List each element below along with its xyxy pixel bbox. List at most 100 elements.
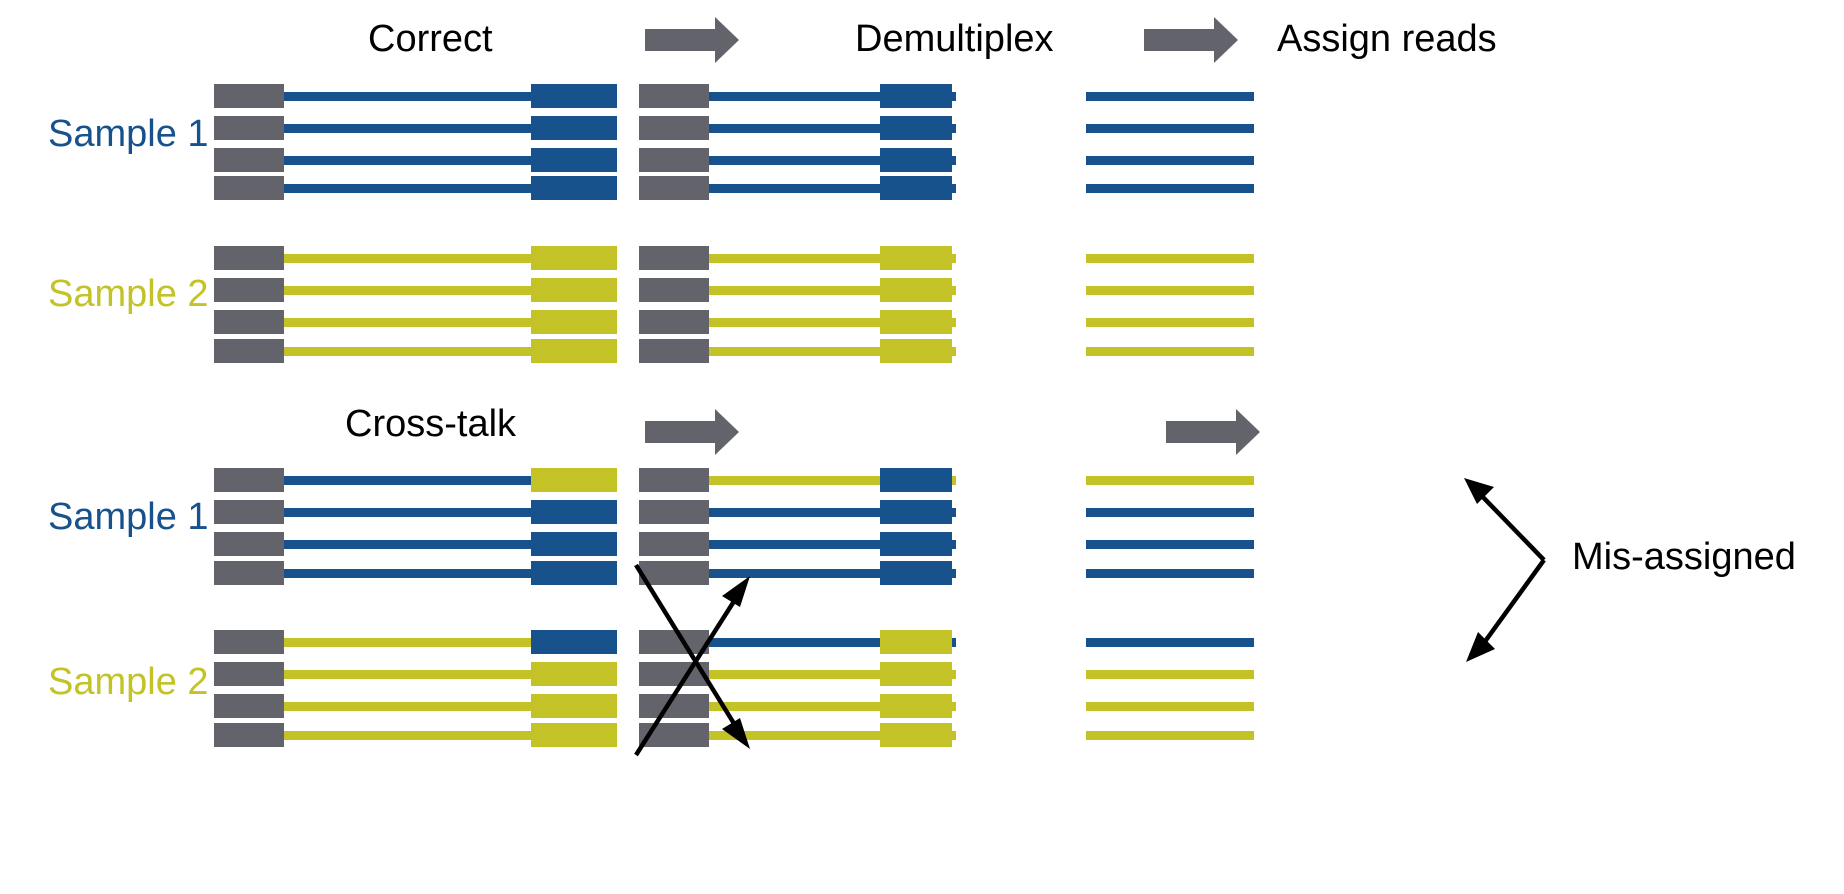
read-crosstalk-s1-0-insert [284,476,531,485]
crossing-arrow-down-icon [634,563,750,749]
read-correct-s1-0-index [531,84,617,108]
right-arrow-icon-bottom-2 [1166,409,1260,455]
read-assigned-bottom-s2-2 [1086,702,1254,711]
read-demux-top-s1-0-insert [709,92,956,101]
read-assigned-bottom-s1-2 [1086,540,1254,549]
read-crosstalk-s2-1-index [531,662,617,686]
read-demux-bottom-s1-2-adapter [639,532,709,556]
read-crosstalk-s2-0-adapter [214,630,284,654]
read-demux-bottom-s1-1-insert [709,508,956,517]
read-correct-s1-0-adapter [214,84,284,108]
read-correct-s2-2-adapter [214,310,284,334]
right-arrow-icon-bottom-1 [645,409,739,455]
read-correct-s1-1-insert [284,124,531,133]
read-assigned-top-s2-1 [1086,286,1254,295]
read-demux-bottom-s1-3-adapter [639,561,709,585]
read-correct-s1-3-adapter [214,176,284,200]
read-demux-bottom-s1-1-index [880,500,952,524]
read-correct-s1-1-index [531,116,617,140]
label-sample2-bottom: Sample 2 [48,661,209,703]
label-mis-assigned: Mis-assigned [1572,536,1796,578]
header-assign-reads: Assign reads [1277,18,1497,60]
read-demux-top-s2-3-adapter [639,339,709,363]
read-demux-bottom-s1-3-insert [709,569,956,578]
read-crosstalk-s2-0-index [531,630,617,654]
label-sample2-top: Sample 2 [48,273,209,315]
read-crosstalk-s1-1-insert [284,508,531,517]
read-demux-top-s2-0-index [880,246,952,270]
read-correct-s2-2-insert [284,318,531,327]
read-demux-bottom-s2-0-adapter [639,630,709,654]
read-demux-top-s1-0-adapter [639,84,709,108]
read-crosstalk-s1-3-insert [284,569,531,578]
read-assigned-bottom-s1-3 [1086,569,1254,578]
read-crosstalk-s1-0-adapter [214,468,284,492]
read-demux-top-s2-2-adapter [639,310,709,334]
read-correct-s2-3-index [531,339,617,363]
double-headed-bracket-arrow-icon [1464,478,1546,662]
read-assigned-bottom-s2-3 [1086,731,1254,740]
read-demux-top-s2-2-insert [709,318,956,327]
read-crosstalk-s2-3-insert [284,731,531,740]
read-crosstalk-s2-2-adapter [214,694,284,718]
read-demux-bottom-s2-0-insert [709,638,956,647]
read-demux-top-s2-0-insert [709,254,956,263]
read-correct-s2-1-index [531,278,617,302]
header-cross-talk: Cross-talk [345,403,517,445]
read-demux-bottom-s1-3-index [880,561,952,585]
read-correct-s1-2-insert [284,156,531,165]
read-demux-bottom-s1-2-index [880,532,952,556]
read-correct-s2-1-insert [284,286,531,295]
read-demux-bottom-s1-2-insert [709,540,956,549]
read-assigned-bottom-s1-1 [1086,508,1254,517]
read-demux-top-s1-2-adapter [639,148,709,172]
read-demux-top-s1-3-insert [709,184,956,193]
read-correct-s1-0-insert [284,92,531,101]
read-demux-top-s2-3-index [880,339,952,363]
read-demux-bottom-s2-3-adapter [639,723,709,747]
read-demux-top-s1-1-adapter [639,116,709,140]
read-correct-s1-1-adapter [214,116,284,140]
read-demux-top-s2-1-insert [709,286,956,295]
read-correct-s1-3-insert [284,184,531,193]
read-crosstalk-s1-3-adapter [214,561,284,585]
read-correct-s1-3-index [531,176,617,200]
read-correct-s2-3-adapter [214,339,284,363]
read-crosstalk-s2-2-insert [284,702,531,711]
read-crosstalk-s2-2-index [531,694,617,718]
read-correct-s1-2-index [531,148,617,172]
read-crosstalk-s1-2-index [531,532,617,556]
read-crosstalk-s2-1-adapter [214,662,284,686]
read-demux-top-s1-2-insert [709,156,956,165]
read-crosstalk-s1-2-adapter [214,532,284,556]
read-crosstalk-s1-1-adapter [214,500,284,524]
read-demux-bottom-s2-3-insert [709,731,956,740]
read-demux-top-s1-1-insert [709,124,956,133]
read-demux-top-s2-1-adapter [639,278,709,302]
read-crosstalk-s2-0-insert [284,638,531,647]
read-correct-s2-0-adapter [214,246,284,270]
read-demux-bottom-s2-1-insert [709,670,956,679]
read-demux-bottom-s1-0-index [880,468,952,492]
read-assigned-bottom-s1-0 [1086,476,1254,485]
header-demultiplex: Demultiplex [855,18,1054,60]
read-assigned-top-s1-3 [1086,184,1254,193]
read-demux-top-s2-0-adapter [639,246,709,270]
read-assigned-bottom-s2-1 [1086,670,1254,679]
read-correct-s2-0-insert [284,254,531,263]
read-demux-bottom-s2-1-index [880,662,952,686]
read-assigned-top-s2-2 [1086,318,1254,327]
read-demux-top-s2-2-index [880,310,952,334]
read-demux-bottom-s2-2-adapter [639,694,709,718]
read-assigned-top-s1-0 [1086,92,1254,101]
read-demux-top-s2-3-insert [709,347,956,356]
read-correct-s1-2-adapter [214,148,284,172]
read-demux-bottom-s1-0-adapter [639,468,709,492]
read-demux-top-s1-3-adapter [639,176,709,200]
read-crosstalk-s2-3-index [531,723,617,747]
read-demux-bottom-s1-1-adapter [639,500,709,524]
read-assigned-bottom-s2-0 [1086,638,1254,647]
read-correct-s2-0-index [531,246,617,270]
read-assigned-top-s1-2 [1086,156,1254,165]
